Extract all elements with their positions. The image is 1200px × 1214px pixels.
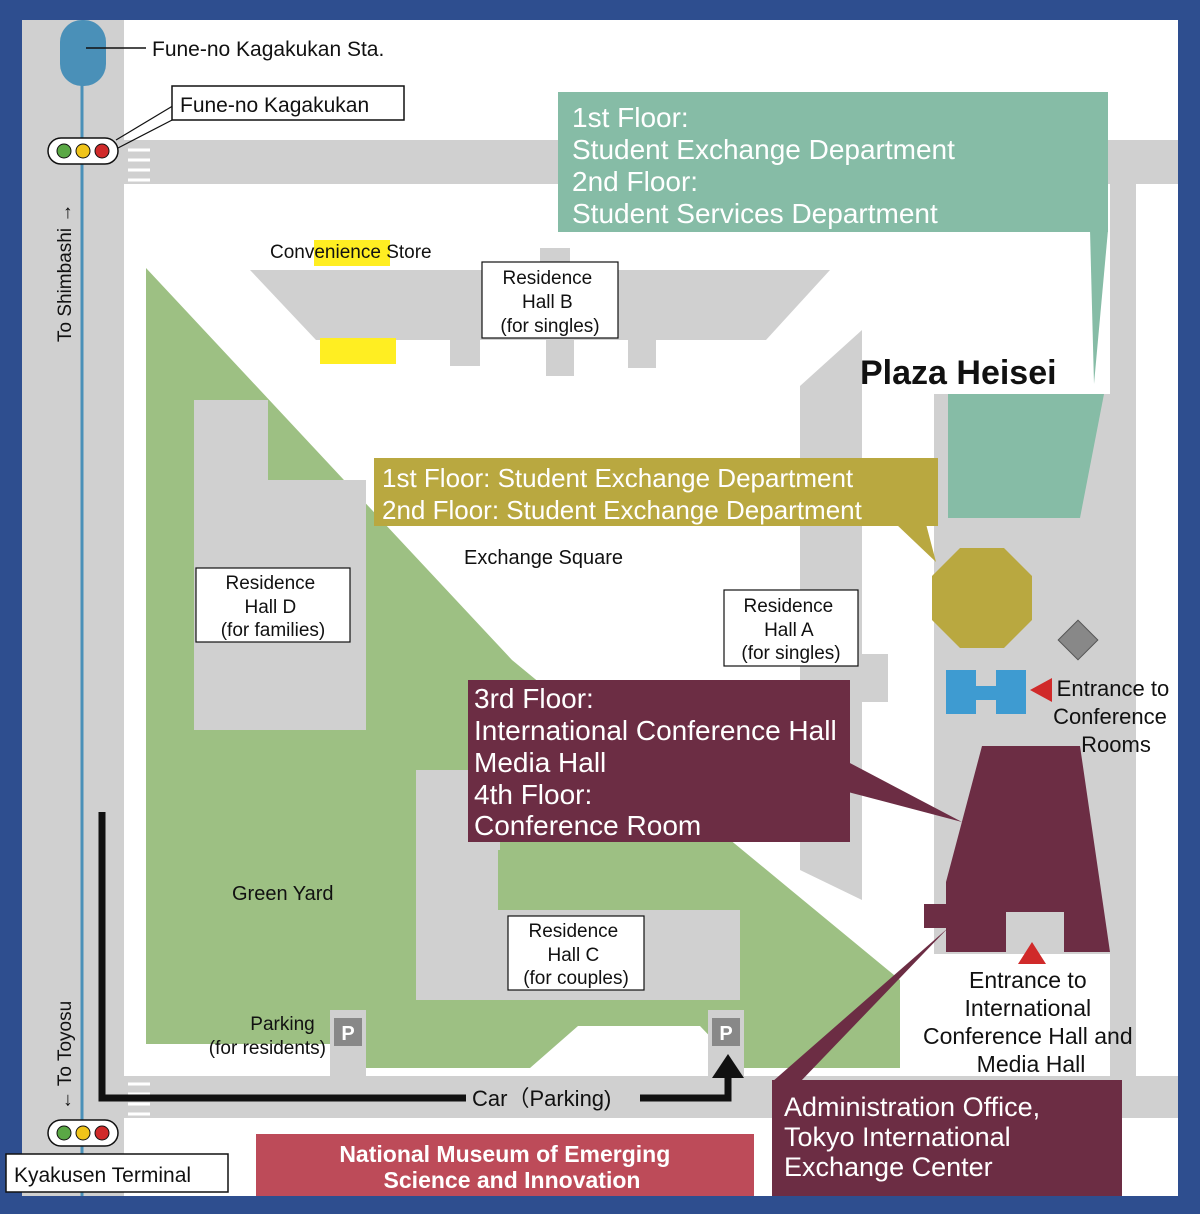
parking-visitors-icon [712,1018,740,1046]
svg-text:Residence Hall C (: Residence Hall C (for couples) [523,921,629,989]
convenience-store-block [320,338,396,364]
parking-residents-icon [334,1018,362,1046]
convenience-store-highlight-top [314,240,390,266]
plaza-heisei-title: Plaza Heisei [860,354,1057,392]
admin-office-callout: Administration Office, Tokyo Internation… [772,928,1122,1196]
entrance-conference-rooms-arrow-icon [1030,678,1052,702]
admin-office-building [924,746,1110,952]
exchange-callout: 1st Floor: Student Exchange Department 2… [374,458,938,562]
kyakusen-label: Kyakusen Terminal [14,1164,191,1187]
svg-text:1st Floor: Student Exchange D: 1st Floor: Student Exchange Department 2… [382,463,863,525]
small-kiosk-icon [1057,619,1099,661]
svg-text:Residence Hall A (: Residence Hall A (for singles) [741,596,840,664]
green-yard-area [146,268,900,1068]
crosswalk [128,148,150,1116]
kyakusen-box [5,1153,229,1193]
residence-hall-d-label: Residence Hall D (for families) [195,567,351,643]
plaza-heisei-building [948,394,1104,518]
svg-text:Residence Hall B (: Residence Hall B (for singles) [500,268,599,337]
residence-hall-a-label: Residence Hall A (for singles) [723,589,859,667]
residence-hall-c-label: Residence Hall C (for couples) [507,915,645,991]
fune-signal-box [171,85,405,121]
svg-text:Residence Hall D (: Residence Hall D (for families) [221,573,326,641]
entrance-international-hall-arrow-icon [1018,942,1046,964]
conference-rooms-building [946,670,1026,714]
car-route [98,812,732,1102]
conference-callout: 3rd Floor: International Conference Hall… [468,680,962,842]
road-west [22,20,124,1196]
residence-hall-d-building [194,400,366,730]
road-east [1110,184,1136,1076]
museum-block: National Museum of Emerging Science and … [256,1134,754,1196]
entrance-international-hall-label: Entrance to International Conference Hal… [923,967,1139,1077]
plaza-heisei-callout: 1st Floor: Student Exchange Department 2… [558,92,1108,384]
svg-text:1st Floor: Student Excha: 1st Floor: Student Exchange Department 2… [572,102,963,229]
convenience-store-label: Convenience Store [270,242,432,263]
fune-signal-label: Fune-no Kagakukan [180,94,369,117]
parking-residents-symbol: P [341,1023,354,1045]
to-toyosu-label: ← To Toyosu [55,1001,76,1110]
fune-station-label: Fune-no Kagakukan Sta. [152,38,384,61]
traffic-signal-south-icon [47,1119,119,1147]
green-yard-label: Green Yard [232,883,334,905]
residence-hall-b-label: Residence Hall B (for singles) [481,261,619,339]
car-parking-label: Car（Parking) [472,1086,611,1111]
parking-visitors-symbol: P [719,1023,732,1045]
parking-residents-label: Parking (for residents) [209,1014,326,1059]
svg-text:National Museum of Emerging: National Museum of Emerging Science and … [339,1141,676,1193]
car-route-arrow-icon [712,1054,744,1078]
svg-text:3rd Floor: International: 3rd Floor: International Conference Hall… [474,683,844,841]
svg-text:Administration Office, T: Administration Office, Tokyo Internation… [784,1092,1048,1182]
exchange-square-label: Exchange Square [464,547,623,569]
traffic-signal-north-icon [47,137,119,165]
to-shimbashi-label: To Shimbashi → [55,204,76,342]
entrance-conference-rooms-label: Entrance to Conference Rooms [1053,676,1175,757]
station-platform [60,20,106,86]
exchange-octagon-building [932,548,1032,648]
